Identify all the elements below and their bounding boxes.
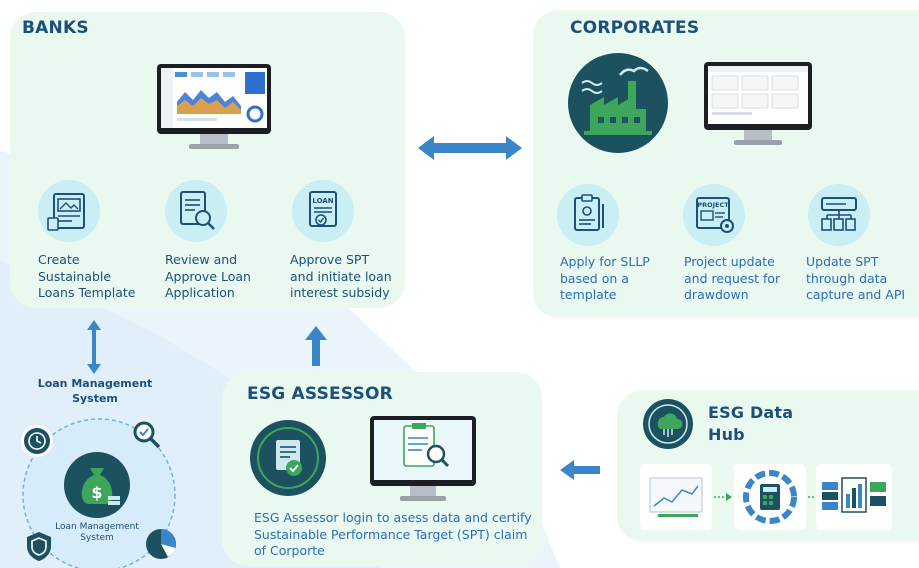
money-bag-icon: $ xyxy=(64,452,130,518)
esg-assessor-title: ESG ASSESSOR xyxy=(247,384,393,404)
api-flow-icon xyxy=(808,184,870,246)
assessor-monitor xyxy=(370,416,476,501)
data-hub-chart-card xyxy=(640,464,712,530)
svg-text:LOAN: LOAN xyxy=(312,197,333,205)
flow-arrow-1-icon xyxy=(714,493,732,501)
up-arrow-icon xyxy=(305,326,327,366)
search-check-icon xyxy=(133,421,161,449)
shield-icon xyxy=(27,532,51,561)
document-search-icon xyxy=(165,180,227,242)
project-icon: PROJECT xyxy=(683,184,745,246)
template-design-icon xyxy=(38,180,100,242)
clock-badge-icon xyxy=(21,425,53,457)
corporates-title: CORPORATES xyxy=(570,18,700,38)
vertical-bidirectional-arrow-icon xyxy=(87,320,101,374)
svg-text:$: $ xyxy=(91,483,102,502)
bidirectional-arrow-icon xyxy=(418,136,522,160)
corporates-dashboard-monitor xyxy=(704,62,812,145)
banks-title: BANKS xyxy=(22,18,89,38)
cloud-network-icon xyxy=(643,399,693,449)
data-hub-calculator-card xyxy=(734,464,806,530)
left-arrow-icon xyxy=(560,460,600,480)
data-hub-dashboard-card xyxy=(816,464,892,530)
pie-chart-icon xyxy=(146,528,177,559)
banks-panel xyxy=(10,12,405,308)
svg-text:PROJECT: PROJECT xyxy=(697,201,729,209)
factory-icon xyxy=(568,53,668,153)
esg-assessor-description: ESG Assessor login to asess data and cer… xyxy=(254,510,532,558)
loan-document-icon: LOAN xyxy=(292,180,354,242)
clipboard-icon xyxy=(557,184,619,246)
certified-document-icon xyxy=(250,420,326,496)
banks-dashboard-monitor xyxy=(157,64,271,149)
